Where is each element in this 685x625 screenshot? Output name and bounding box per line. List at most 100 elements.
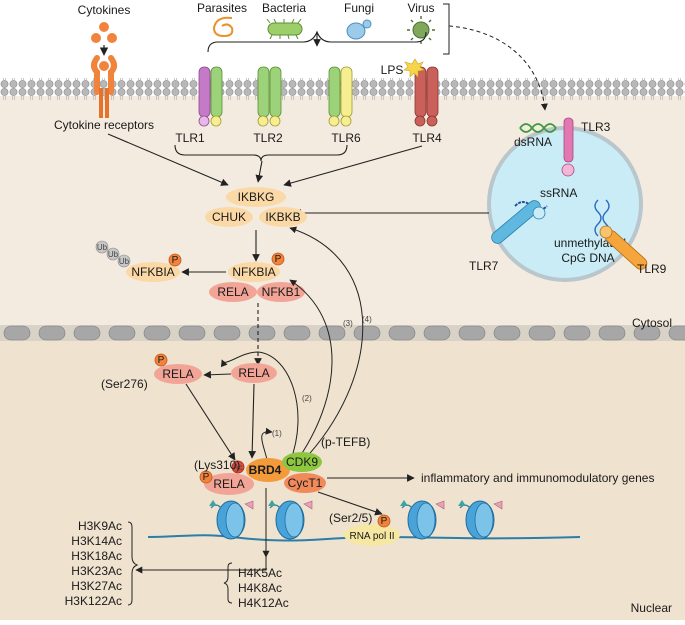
h4-brace xyxy=(223,562,233,604)
ser25-label: (Ser2/5) xyxy=(329,511,372,525)
cytosol-label: Cytosol xyxy=(632,316,672,330)
rela-phosphorylation-arrow xyxy=(203,370,232,379)
cpg-dna-label: CpG DNA xyxy=(561,251,614,265)
phospho-badge: P xyxy=(275,254,282,265)
ubiquitinated-nfkbia xyxy=(95,240,182,282)
nuclear-pore-icon xyxy=(3,325,31,341)
ikk-complex xyxy=(205,187,307,227)
fungi-label: Fungi xyxy=(344,1,374,15)
cytokine-receptors-label: Cytokine receptors xyxy=(54,118,154,132)
parasites-label: Parasites xyxy=(197,1,247,15)
ub-phospho-badge: P xyxy=(172,255,179,266)
virus-bracket xyxy=(443,3,450,55)
fungi-icon xyxy=(346,19,372,40)
nfkbia-rela-complex xyxy=(209,252,305,302)
tlr7-label: TLR7 xyxy=(469,259,499,273)
nuclear-pore-icon xyxy=(423,325,451,341)
tlr6-receptor xyxy=(328,66,353,127)
rela-p-to-brd4-arrow xyxy=(185,383,236,461)
nuclear-pore-icon xyxy=(668,325,685,341)
nfkbia-ub-label: NFKBIA xyxy=(131,265,174,279)
nuclear-pore-icon xyxy=(598,325,626,341)
nfkbia-label: NFKBIA xyxy=(232,265,275,279)
lys310-label: (Lys310) xyxy=(194,458,240,472)
h3-acetylation-item: H3K14Ac xyxy=(71,534,122,548)
rela-nuclear xyxy=(231,363,277,383)
rela-phospho xyxy=(154,364,202,384)
rna-pol-ii xyxy=(344,524,400,546)
h4-acetylation-item: H4K5Ac xyxy=(238,566,282,580)
cdk9-label: CDK9 xyxy=(286,455,318,469)
tlr3-receptor xyxy=(561,117,575,177)
tlr1-label: TLR1 xyxy=(175,131,205,145)
nfkb1-label: NFKB1 xyxy=(262,285,301,299)
nucleosome-icon xyxy=(209,500,254,540)
rela-bound-p-badge: P xyxy=(203,472,210,483)
lps-icon xyxy=(403,58,425,78)
nuclear-pore-icon xyxy=(388,325,416,341)
ptefb-label: (p-TEFB) xyxy=(321,435,370,449)
lps-label: LPS xyxy=(381,63,404,77)
rna-pol-ii-label: RNA pol II xyxy=(349,531,394,542)
tlr6-label: TLR6 xyxy=(331,131,361,145)
nuclear-pore-icon xyxy=(108,325,136,341)
virus-icon xyxy=(407,16,435,44)
rela-to-brd4-arrow xyxy=(248,383,257,459)
nucleosome-icon xyxy=(400,500,445,540)
tlr4-receptor xyxy=(414,66,439,127)
step1-label: (1) xyxy=(272,429,282,438)
ub-badge-2: Ub xyxy=(108,250,119,259)
h3-arrow xyxy=(135,488,267,574)
rela-p-circle xyxy=(154,353,168,367)
nuclear-envelope xyxy=(0,325,685,341)
nucleosome-icon xyxy=(458,500,503,540)
virus-label: Virus xyxy=(407,1,434,15)
parasite-icon xyxy=(212,16,234,38)
tlr2-label: TLR2 xyxy=(253,131,283,145)
nuclear-pore-icon xyxy=(318,325,346,341)
bacteria-icon xyxy=(266,18,303,40)
h3-acetylation-item: H3K9Ac xyxy=(78,519,122,533)
dsrna-icon xyxy=(519,123,557,133)
polii-p-badge: P xyxy=(381,516,388,527)
nucleosome-icon xyxy=(268,500,313,540)
nucleosome-group xyxy=(209,500,503,540)
step2-label: (2) xyxy=(302,394,312,403)
cytokine-receptor-icon xyxy=(91,55,117,118)
virus-to-endosome-arrow xyxy=(448,25,548,111)
tlr1-receptor xyxy=(198,66,223,127)
ikbkb-label: IKBKB xyxy=(265,210,300,224)
h3-acetylation-list: H3K9AcH3K14AcH3K18AcH3K23AcH3K27AcH3K122… xyxy=(65,519,122,608)
step3-arrow xyxy=(289,279,333,463)
step4-label: (4) xyxy=(362,315,372,324)
cytokines-icon xyxy=(91,22,117,56)
h3-brace xyxy=(127,521,139,606)
chuk-label: CHUK xyxy=(212,210,246,224)
rela-nuclear-label: RELA xyxy=(238,366,269,380)
nuclear-pore-icon xyxy=(633,325,661,341)
h3-acetylation-item: H3K18Ac xyxy=(71,549,122,563)
h4-acetylation-item: H4K12Ac xyxy=(238,596,289,610)
h3-acetylation-item: H3K23Ac xyxy=(71,564,122,578)
tlr-brace xyxy=(174,144,348,162)
ssrna-label: ssRNA xyxy=(540,186,577,200)
polii-p-circle xyxy=(377,514,391,528)
genes-label: inflammatory and immunomodulatory genes xyxy=(421,471,654,485)
tlr2-receptor xyxy=(257,66,282,127)
brd4-complex xyxy=(199,452,326,495)
tlr3-label: TLR3 xyxy=(581,120,611,134)
h4-acetylation-item: H4K8Ac xyxy=(238,581,282,595)
nuclear-pore-icon xyxy=(458,325,486,341)
nuclear-pore-icon xyxy=(213,325,241,341)
tlr9-label: TLR9 xyxy=(637,262,667,276)
rela-bound-label: RELA xyxy=(213,477,244,491)
ikbkg-label: IKBKG xyxy=(238,190,275,204)
tlr-to-ikk-arrow xyxy=(255,160,264,183)
nuclear-pore-icon xyxy=(178,325,206,341)
step2-arrow xyxy=(220,351,299,463)
cyct1-label: CycT1 xyxy=(288,476,323,490)
cdk9-to-polii-arrow xyxy=(317,491,383,516)
rela-cytosol-label: RELA xyxy=(217,285,248,299)
nuclear-pore-icon xyxy=(73,325,101,341)
nuclear-pore-icon xyxy=(248,325,276,341)
